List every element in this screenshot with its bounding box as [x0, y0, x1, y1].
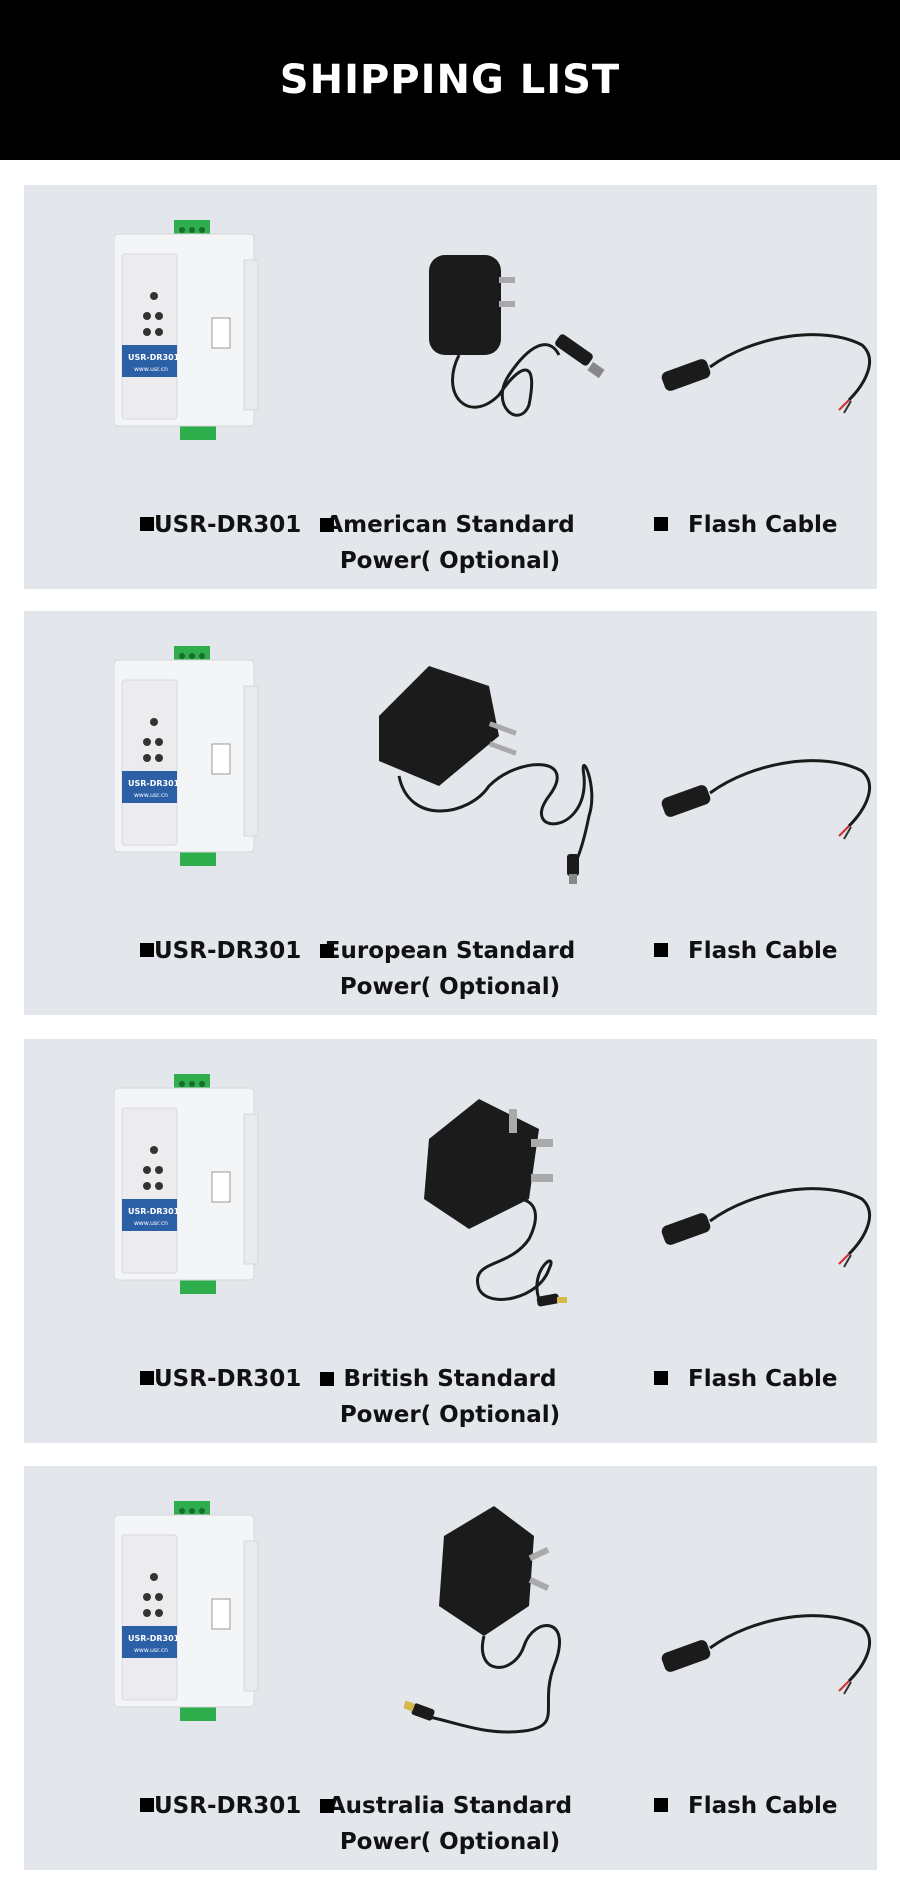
- dc-flash-cable-icon: [661, 333, 872, 414]
- page-title: SHIPPING LIST: [279, 57, 621, 103]
- bullet-icon: [140, 1371, 154, 1385]
- bullet-icon: [320, 1799, 334, 1813]
- dc-flash-cable-icon: [661, 1187, 872, 1268]
- svg-text:USR-DR301: USR-DR301: [128, 1634, 180, 1643]
- cable-label: Flash Cable: [654, 933, 838, 969]
- bullet-icon: [320, 1372, 334, 1386]
- bullet-icon: [320, 944, 334, 958]
- shipping-panel-european: USR-DR301 www.usr.cn USR-DR301 European …: [24, 611, 877, 1015]
- cable-label: Flash Cable: [654, 1788, 838, 1824]
- dc-flash-cable-icon: [661, 1614, 872, 1695]
- shipping-panel-british: USR-DR301 www.usr.cn USR-DR301 British S…: [24, 1039, 877, 1443]
- power-adapter-label: Australia Standard Power( Optional): [320, 1788, 580, 1860]
- device-label: USR-DR301: [140, 507, 301, 543]
- svg-text:www.usr.cn: www.usr.cn: [134, 1647, 168, 1654]
- din-rail-converter-icon: USR-DR301 www.usr.cn: [114, 646, 259, 866]
- shipping-panel-australia: USR-DR301 www.usr.cn USR-DR301 Australia…: [24, 1466, 877, 1870]
- device-label: USR-DR301: [140, 933, 301, 969]
- page-header: SHIPPING LIST: [0, 0, 900, 160]
- svg-text:www.usr.cn: www.usr.cn: [134, 366, 168, 373]
- svg-text:USR-DR301: USR-DR301: [128, 779, 180, 788]
- din-rail-converter-icon: USR-DR301 www.usr.cn: [114, 1501, 259, 1721]
- bullet-icon: [140, 1798, 154, 1812]
- bullet-icon: [140, 943, 154, 957]
- power-adapter-label: European Standard Power( Optional): [320, 933, 580, 1005]
- power-adapter-label: American Standard Power( Optional): [320, 507, 580, 579]
- svg-text:USR-DR301: USR-DR301: [128, 353, 180, 362]
- cable-label: Flash Cable: [654, 507, 838, 543]
- shipping-panel-american: USR-DR301 www.usr.cn USR-DR301 American …: [24, 185, 877, 589]
- bullet-icon: [654, 1371, 668, 1385]
- svg-text:www.usr.cn: www.usr.cn: [134, 792, 168, 799]
- bullet-icon: [654, 1798, 668, 1812]
- uk-power-adapter-icon: [424, 1099, 567, 1307]
- svg-text:www.usr.cn: www.usr.cn: [134, 1220, 168, 1227]
- bullet-icon: [654, 943, 668, 957]
- au-power-adapter-icon: [404, 1506, 561, 1734]
- power-adapter-label: British Standard Power( Optional): [320, 1361, 580, 1433]
- din-rail-converter-icon: USR-DR301 www.usr.cn: [114, 220, 259, 440]
- device-label: USR-DR301: [140, 1361, 301, 1397]
- cable-label: Flash Cable: [654, 1361, 838, 1397]
- bullet-icon: [320, 518, 334, 532]
- bullet-icon: [140, 517, 154, 531]
- eu-power-adapter-icon: [379, 666, 594, 884]
- svg-text:USR-DR301: USR-DR301: [128, 1207, 180, 1216]
- din-rail-converter-icon: USR-DR301 www.usr.cn: [114, 1074, 259, 1294]
- device-label: USR-DR301: [140, 1788, 301, 1824]
- dc-flash-cable-icon: [661, 759, 872, 840]
- bullet-icon: [654, 517, 668, 531]
- us-power-adapter-icon: [429, 255, 605, 417]
